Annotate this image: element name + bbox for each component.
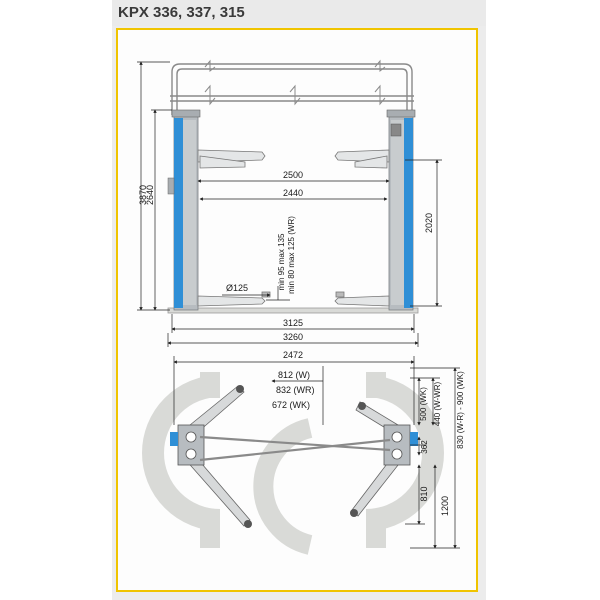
top-arms [183,385,403,527]
dim-2020: 2020 [424,213,434,233]
dim-2440: 2440 [283,188,303,198]
dim-832wr: 832 (WR) [276,385,315,395]
dim-1200: 1200 [440,496,450,516]
footprint-bottom-left [200,528,220,548]
left-column [167,109,201,311]
dim-810: 810 [419,486,429,501]
dim-3870: 3870 [138,185,148,205]
overhead-bar [170,59,414,115]
dim-500wk: 500 (WK) [419,387,428,421]
dim-3260: 3260 [283,332,303,342]
footprint-top-right [366,372,386,398]
top-view: 2472 812 (W) 832 (WR) 672 (WK) 500 (WK) … [142,350,465,555]
dim-812w: 812 (W) [278,370,310,380]
dim-672wk: 672 (WK) [272,400,310,410]
swing-footprints [142,375,444,555]
top-left-column [170,424,205,466]
dim-440: 440 (W-WR) [433,382,442,427]
connecting-bars [199,435,391,462]
footprint-bottom-right [366,528,386,548]
top-dimension-lines [173,356,460,549]
floor-plate [167,307,419,314]
header-bar [112,0,486,26]
dim-3125: 3125 [283,318,303,328]
page-title: KPX 336, 337, 315 [118,4,245,21]
dim-2472: 2472 [283,350,303,360]
right-column [386,109,416,311]
dim-min95: min 95 max 135 [277,233,286,290]
dim-2500: 2500 [283,170,303,180]
top-right-column [383,424,418,466]
arm-pads [236,385,366,528]
front-dimension-lines [137,61,442,347]
raised-arms [197,149,390,169]
front-view: 3870 2640 2500 2440 2020 min 95 max 135 … [137,59,442,347]
dim-362: 362 [420,440,429,454]
dim-pad-diameter: Ø125 [226,283,248,293]
footprint-top-left [200,372,220,398]
dim-min80: min 80 max 125 (WR) [287,216,296,294]
dim-2640: 2640 [145,185,155,205]
lowered-arms [197,291,390,307]
dim-830: 830 (W-R) - 900 (WK) [456,371,465,449]
